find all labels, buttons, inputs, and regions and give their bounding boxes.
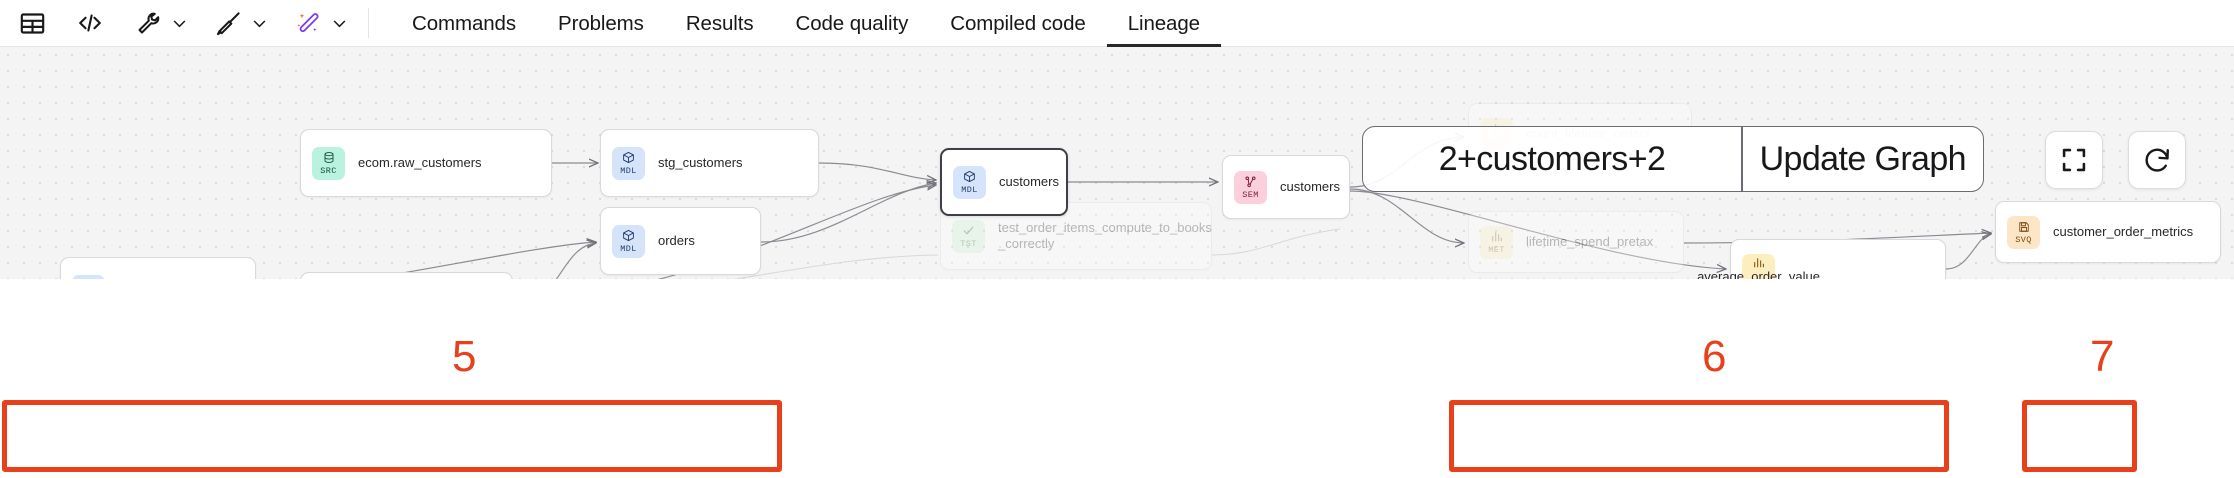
wrench-icon[interactable] xyxy=(130,5,166,41)
mdl-badge: MDL xyxy=(612,146,645,180)
node-type-label: SEM xyxy=(1242,189,1259,200)
toolbar-icon-group xyxy=(0,0,381,47)
database-icon xyxy=(323,151,335,165)
node-label: customers xyxy=(999,174,1059,190)
lineage-node-customers-model[interactable]: MDL customers xyxy=(940,148,1068,216)
lineage-node-orders[interactable]: MDL orders xyxy=(600,207,761,275)
node-label: customer_order_metrics xyxy=(2053,224,2194,240)
src-badge: SRC xyxy=(312,146,345,180)
node-type-label: SVQ xyxy=(2015,234,2032,245)
semantic-icon xyxy=(1244,175,1257,189)
code-icon[interactable] xyxy=(72,5,108,41)
chevron-down-icon[interactable] xyxy=(326,5,352,41)
format-menu[interactable] xyxy=(210,5,272,41)
tab-code-quality[interactable]: Code quality xyxy=(795,11,909,35)
lineage-node-order-items[interactable]: MDL order_items xyxy=(300,272,513,279)
node-label: orders xyxy=(658,233,695,249)
mdl-badge: MDL xyxy=(612,224,645,258)
node-label: stg_customers xyxy=(658,155,743,171)
cube-icon xyxy=(622,229,635,243)
magic-wand-icon[interactable] xyxy=(290,5,326,41)
refresh-graph-button[interactable] xyxy=(2128,131,2186,189)
met-badge: MET xyxy=(1480,225,1513,259)
lineage-node-stg-orders[interactable]: MDL stg_orders xyxy=(60,257,256,279)
tab-results[interactable]: Results xyxy=(685,11,754,35)
svq-badge: SVQ xyxy=(2007,215,2040,249)
mdl-badge: MDL xyxy=(953,165,986,199)
update-graph-button[interactable]: Update Graph xyxy=(1759,139,1967,178)
table-icon[interactable] xyxy=(14,5,50,41)
tst-badge: TST xyxy=(952,219,985,253)
cube-icon xyxy=(622,151,635,165)
tab-lineage[interactable]: Lineage xyxy=(1106,0,1221,47)
lineage-node-customer-order-metrics[interactable]: SVQ customer_order_metrics xyxy=(1995,201,2221,263)
node-type-label: MDL xyxy=(620,165,637,176)
chart-icon xyxy=(1490,230,1503,244)
build-menu[interactable] xyxy=(130,5,192,41)
check-icon xyxy=(962,224,975,238)
node-type-label: TST xyxy=(960,238,977,249)
node-label: ecom.raw_customers xyxy=(358,155,482,171)
chevron-down-icon[interactable] xyxy=(246,5,272,41)
node-label: average_order_value xyxy=(1697,269,1820,279)
lineage-node-ecom-raw-customers[interactable]: SRC ecom.raw_customers xyxy=(300,129,552,197)
broom-icon[interactable] xyxy=(210,5,246,41)
tab-compiled-code[interactable]: Compiled code xyxy=(950,11,1086,35)
met-badge: average_order_value xyxy=(1697,253,1820,279)
lineage-node-customers-semantic[interactable]: SEM customers xyxy=(1222,155,1350,219)
node-label: customers xyxy=(1280,179,1340,195)
sem-badge: SEM xyxy=(1234,170,1267,204)
ai-assist-menu[interactable] xyxy=(290,5,352,41)
editor-tabs: Commands Problems Results Code quality C… xyxy=(391,0,1221,47)
save-icon xyxy=(2018,220,2030,234)
lineage-node-lifetime-spend-pretax[interactable]: MET lifetime_spend_pretax xyxy=(1468,211,1684,273)
node-label: lifetime_spend_pretax xyxy=(1526,234,1654,250)
chart-icon xyxy=(1752,255,1765,269)
fit-view-button[interactable] xyxy=(2045,131,2103,189)
graph-selector-value[interactable]: 2+customers+2 xyxy=(1438,139,1666,178)
tab-commands[interactable]: Commands xyxy=(412,11,517,35)
node-type-label: SRC xyxy=(320,165,337,176)
tab-problems[interactable]: Problems xyxy=(558,11,644,35)
node-type-label: MDL xyxy=(961,184,978,195)
lineage-node-average-order-value[interactable]: average_order_value xyxy=(1697,239,1946,279)
node-type-label: MDL xyxy=(620,243,637,254)
editor-toolbar: Commands Problems Results Code quality C… xyxy=(0,0,2234,47)
bottom-bar: Defer to staging/production ? Ready ••• xyxy=(0,279,2234,478)
toolbar-divider xyxy=(368,8,369,38)
cube-icon xyxy=(963,170,976,184)
lineage-node-stg-customers[interactable]: MDL stg_customers xyxy=(600,129,819,197)
graph-selector-overlay[interactable]: 2+customers+2 Update Graph xyxy=(1362,126,1984,192)
node-label: test_order_items_compute_to_books _corre… xyxy=(998,220,1212,251)
node-type-label: MET xyxy=(1488,244,1505,255)
lineage-canvas[interactable]: MDL stg_orders SRC ecom.raw_customers MD… xyxy=(0,47,2234,279)
overlay-divider xyxy=(1741,127,1743,191)
mdl-badge: MDL xyxy=(72,274,105,279)
chevron-down-icon[interactable] xyxy=(166,5,192,41)
